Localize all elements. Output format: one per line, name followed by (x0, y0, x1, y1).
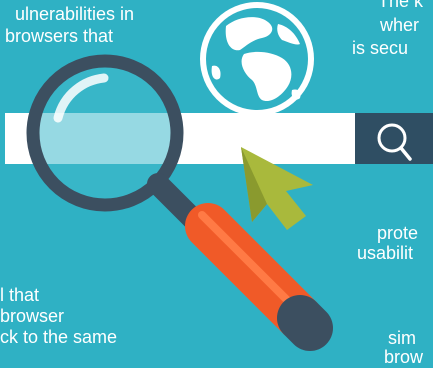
search-button[interactable] (355, 113, 433, 164)
text-line-bottom-right-2: brow (384, 347, 424, 367)
text-line-top-right-1: The k (378, 0, 424, 11)
text-line-bottom-left-1: l that (0, 285, 40, 305)
text-line-browsers: browsers that (5, 26, 114, 46)
cursor-arrow-icon (241, 147, 313, 230)
text-line-mid-right-2: usabilit (357, 243, 414, 263)
text-line-top-right-3: is secu (352, 38, 409, 58)
text-line-bottom-left-3: ck to the same (0, 327, 118, 347)
search-icon (377, 123, 412, 161)
globe-icon (200, 2, 314, 116)
text-line-top-right-2: wher (380, 15, 420, 35)
magnifying-glass-icon (26, 54, 333, 351)
text-line-bottom-left-2: browser (0, 306, 65, 326)
text-line-mid-right-1: prote (377, 223, 419, 243)
text-line-vulnerabilities: ulnerabilities in (15, 4, 135, 24)
text-line-bottom-right-1: sim (388, 328, 416, 348)
